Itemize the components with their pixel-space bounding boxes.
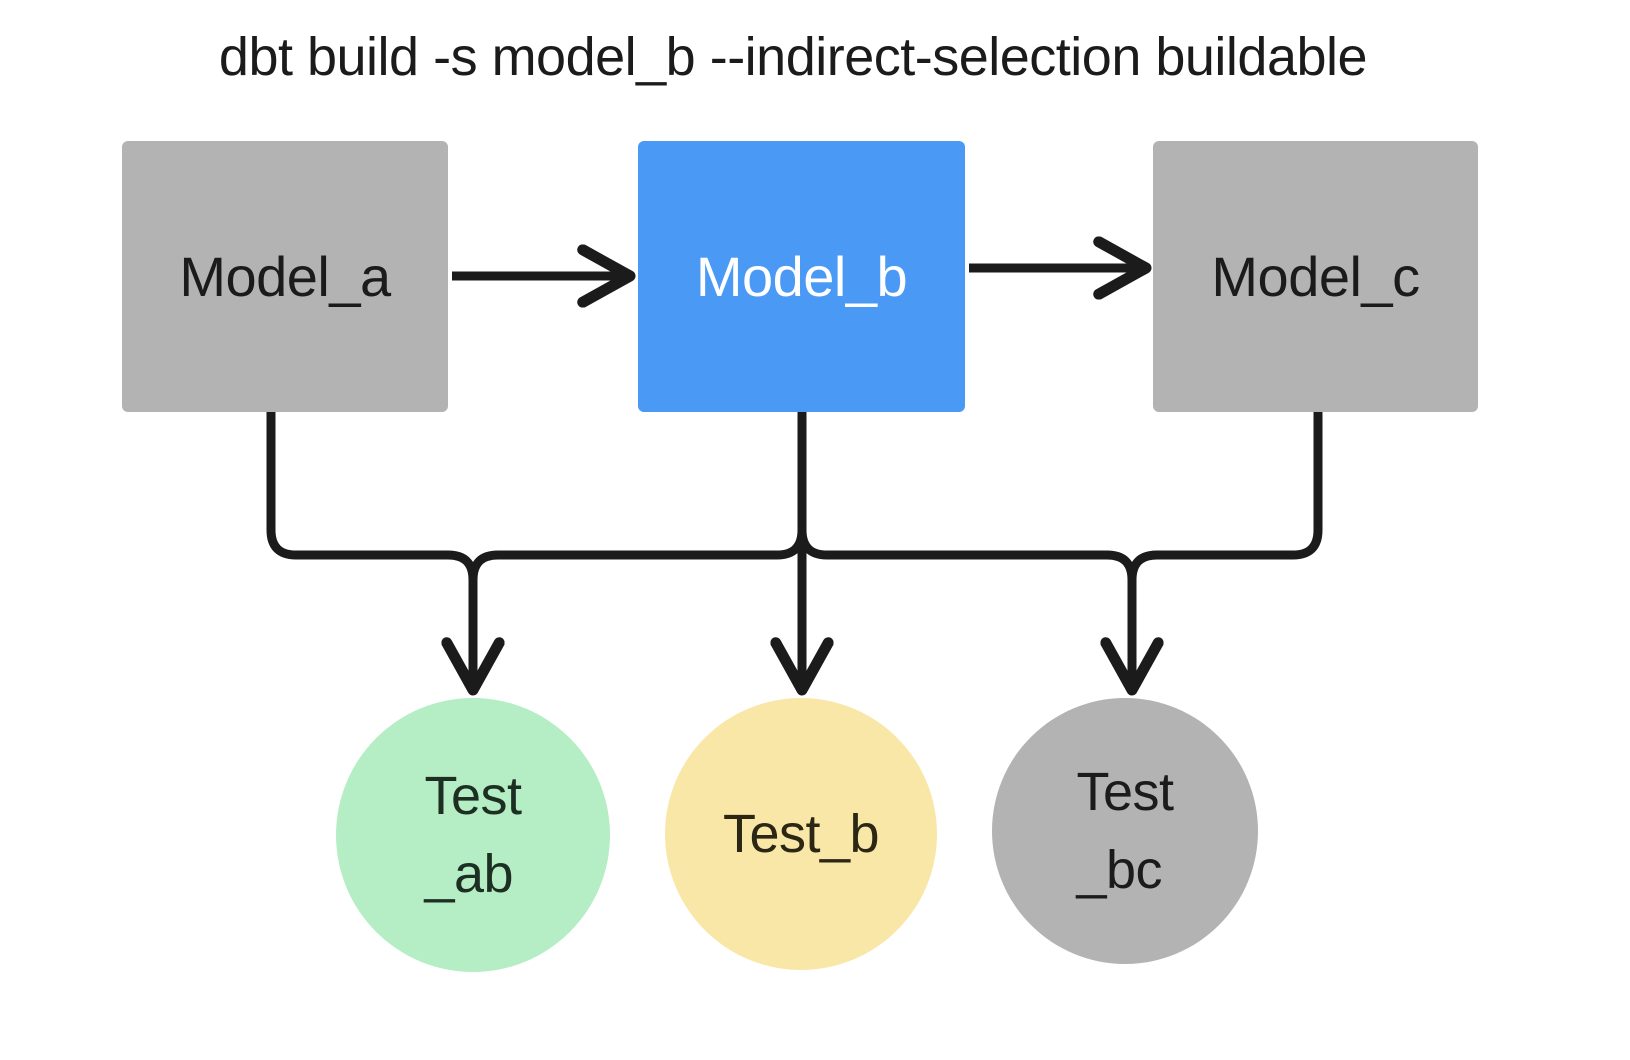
node-test-b-label: Test_b xyxy=(722,804,880,864)
node-test-bc-label: Test _bc xyxy=(1076,762,1174,900)
node-model-c[interactable]: Model_c xyxy=(1153,141,1478,412)
node-test-ab[interactable]: Test _ab xyxy=(336,698,610,972)
edge-model-a-to-test-ab xyxy=(266,412,473,690)
node-test-b[interactable]: Test_b xyxy=(665,698,937,970)
node-model-c-label: Model_c xyxy=(1211,244,1420,308)
node-model-a-label: Model_a xyxy=(179,244,391,308)
node-test-bc[interactable]: Test _bc xyxy=(992,698,1258,964)
node-model-a[interactable]: Model_a xyxy=(122,141,448,412)
edge-model-b-to-test-bc xyxy=(797,412,1132,690)
node-test-ab-label: Test _ab xyxy=(424,766,522,904)
node-model-b-label: Model_b xyxy=(695,244,908,308)
diagram-title: dbt build -s model_b --indirect-selectio… xyxy=(218,27,1368,87)
edge-model-b-to-test-ab xyxy=(468,412,807,690)
edge-model-c-to-test-bc xyxy=(1127,412,1323,690)
node-model-b[interactable]: Model_b xyxy=(638,141,965,412)
